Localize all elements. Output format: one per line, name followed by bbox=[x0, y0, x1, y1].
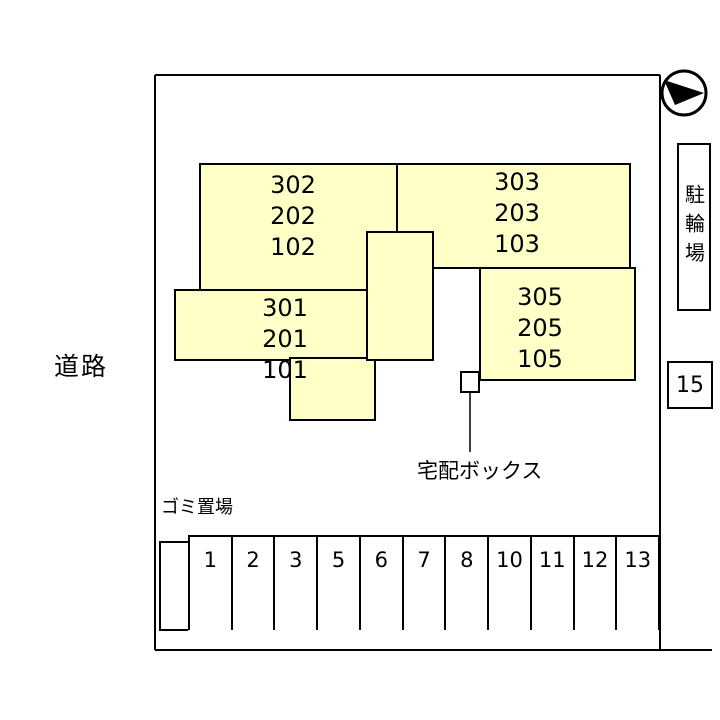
unit-number: 105 bbox=[517, 345, 563, 373]
unit-number: 303 bbox=[494, 168, 540, 196]
unit-number: 203 bbox=[494, 199, 540, 227]
road-label: 道路 bbox=[54, 352, 109, 381]
delivery-box-label: 宅配ボックス bbox=[417, 459, 543, 483]
parking-space-cell: 13 bbox=[615, 537, 661, 630]
unit-number: 205 bbox=[517, 314, 563, 342]
units-lower-right: 305 205 105 bbox=[490, 282, 590, 375]
unit-number: 305 bbox=[517, 283, 563, 311]
unit-number: 101 bbox=[262, 356, 308, 384]
parking-space-number: 6 bbox=[374, 548, 388, 572]
parking-space-number: 8 bbox=[460, 548, 474, 572]
parking-row: 1 2 3 5 6 7 8 10 11 12 13 bbox=[188, 535, 661, 630]
north-arrow-icon bbox=[660, 69, 708, 117]
parking-space-cell: 11 bbox=[529, 537, 573, 630]
parking-space-cell: 3 bbox=[273, 537, 316, 630]
building-stair-core bbox=[366, 231, 434, 361]
bicycle-parking-label: 駐輪場 bbox=[681, 183, 706, 271]
bicycle-parking-shape bbox=[677, 143, 711, 311]
unit-number: 301 bbox=[262, 294, 308, 322]
parking-space-number: 2 bbox=[246, 548, 260, 572]
parking-space-cell: 8 bbox=[444, 537, 487, 630]
building-block-lower-extension bbox=[289, 357, 376, 421]
units-lower-left: 301 201 101 bbox=[235, 293, 335, 386]
building-block-lower-left bbox=[174, 289, 376, 361]
unit-number: 302 bbox=[270, 171, 316, 199]
parking-space-cell: 6 bbox=[358, 537, 402, 630]
parking-space-cell: 7 bbox=[401, 537, 445, 630]
unit-number: 102 bbox=[270, 233, 316, 261]
parking-space-number: 12 bbox=[581, 548, 609, 572]
parking-space-number: 5 bbox=[331, 548, 346, 572]
parking-space-cell: 10 bbox=[487, 537, 530, 630]
parking-space-number: 7 bbox=[417, 548, 431, 572]
parking-space-cell: 2 bbox=[230, 537, 274, 630]
garbage-area-label: ゴミ置場 bbox=[161, 497, 233, 518]
building-block-lower-right bbox=[479, 267, 636, 381]
parking-space-number: 1 bbox=[203, 548, 218, 572]
unit-number: 201 bbox=[262, 325, 308, 353]
units-upper-left: 302 202 102 bbox=[243, 170, 343, 263]
compass-needle bbox=[664, 80, 704, 105]
space15-shape bbox=[667, 361, 713, 409]
parking-space-cell: 12 bbox=[572, 537, 616, 630]
parking-space-number: 10 bbox=[496, 548, 523, 572]
parking-space-cell: 1 bbox=[188, 537, 231, 630]
space15-label: 15 bbox=[676, 372, 704, 398]
parking-space-number: 13 bbox=[624, 548, 652, 572]
building-block-upper-left bbox=[199, 163, 398, 291]
parking-space-number: 11 bbox=[538, 548, 566, 572]
unit-number: 202 bbox=[270, 202, 316, 230]
parking-space-number: 3 bbox=[289, 548, 303, 572]
units-upper-right: 303 203 103 bbox=[467, 167, 567, 260]
unit-number: 103 bbox=[494, 230, 540, 258]
parking-space-cell: 5 bbox=[316, 537, 359, 630]
delivery-box-shape bbox=[460, 371, 480, 393]
garbage-area-shape bbox=[159, 541, 188, 631]
